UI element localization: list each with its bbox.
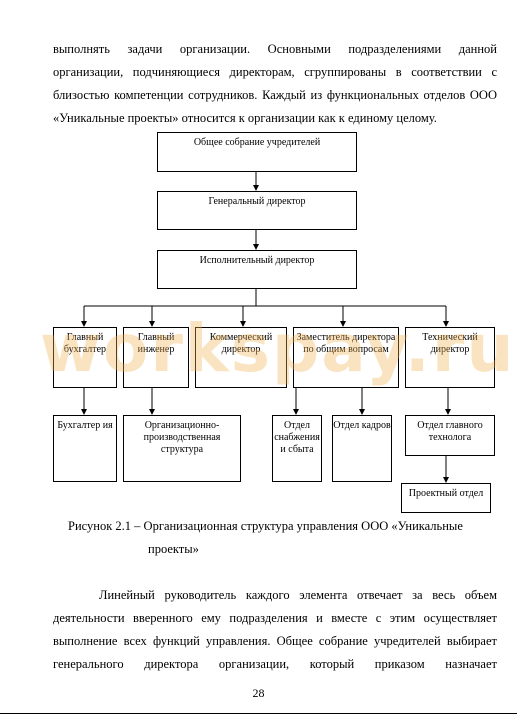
- figure-caption: Рисунок 2.1 – Организационная структура …: [68, 519, 463, 533]
- box-supply-sales: Отдел снабжения и сбыта: [272, 415, 322, 482]
- box-production-structure: Организационно-производственная структур…: [123, 415, 241, 482]
- box-hr: Отдел кадров: [332, 415, 392, 482]
- box-commercial-director: Коммерческий директор: [195, 327, 287, 388]
- page-number: 28: [252, 686, 265, 700]
- text-line: близостью компетенции сотрудников. Кажды…: [53, 88, 497, 102]
- box-chief-accountant: Главный бухгалтер: [53, 327, 117, 388]
- box-deputy-director: Заместитель директора по общим вопросам: [293, 327, 399, 388]
- text-line: выполнение всех функций управления. Обще…: [53, 634, 497, 648]
- box-general-director: Генеральный директор: [157, 191, 357, 230]
- text-line: деятельности вверенного ему подразделени…: [53, 611, 497, 625]
- page-divider: [0, 713, 517, 714]
- box-project-dept: Проектный отдел: [401, 483, 491, 513]
- box-executive-director: Исполнительный директор: [157, 250, 357, 289]
- text-line: Линейный руководитель каждого элемента о…: [99, 588, 497, 602]
- box-chief-engineer: Главный инженер: [123, 327, 189, 388]
- text-line: «Уникальные проекты» относится к организ…: [53, 111, 437, 125]
- text-line: генерального директора организации, кото…: [53, 657, 497, 671]
- box-technical-director: Технический директор: [405, 327, 495, 388]
- text-line: выполнять задачи организации. Основными …: [53, 42, 497, 56]
- text-line: организации, подчиняющиеся директорам, с…: [53, 65, 497, 79]
- box-accounting: Бухгалтер ия: [53, 415, 117, 482]
- figure-caption: проекты»: [148, 542, 199, 556]
- box-chief-technologist-dept: Отдел главного технолога: [405, 415, 495, 456]
- box-founders: Общее собрание учредителей: [157, 132, 357, 172]
